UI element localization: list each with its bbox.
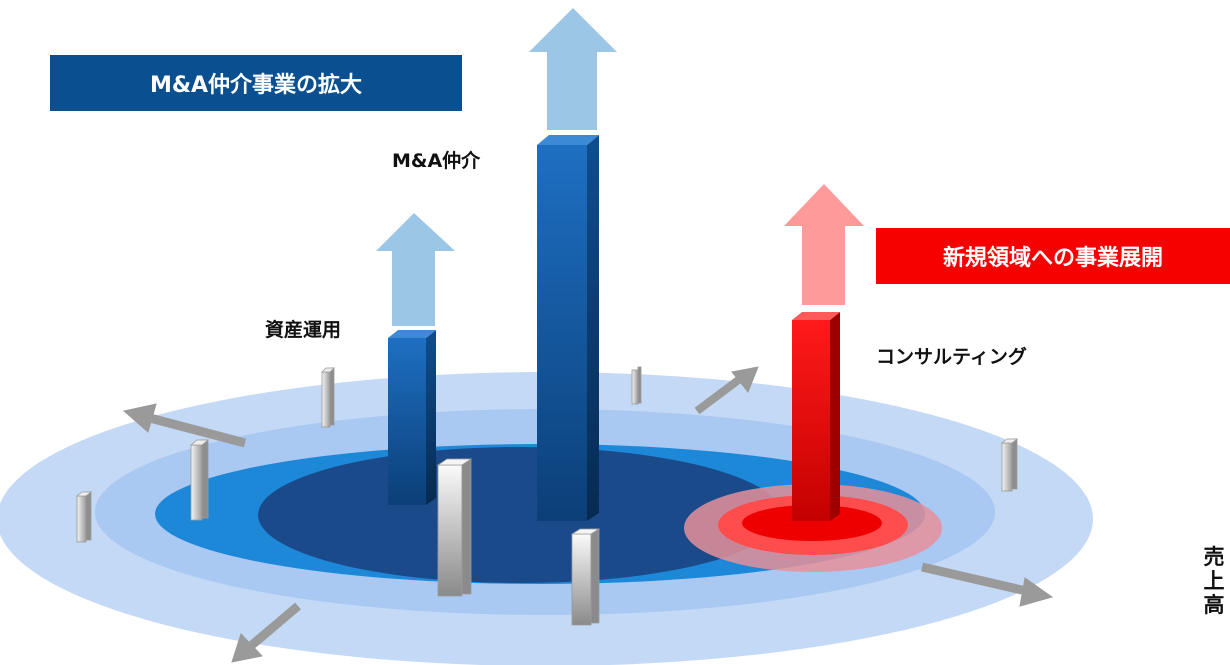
- consulting-label: コンサルティング: [876, 346, 1027, 368]
- sales-vertical-label: 売上高: [1203, 545, 1225, 617]
- grey-pillar: [75, 491, 93, 543]
- new-domain-banner: 新規領域への事業展開: [876, 228, 1230, 284]
- grey-pillars: [75, 366, 1019, 626]
- grey-pillar: [631, 366, 642, 405]
- bar-ma-brokerage: [537, 135, 599, 521]
- grey-pillar: [189, 439, 210, 521]
- grey-pillar: [570, 528, 601, 626]
- arrow-bottom-left-icon: [231, 602, 301, 663]
- bar-consulting: [792, 312, 840, 521]
- ma-brokerage-label: M&A仲介: [392, 150, 481, 172]
- arrow-left-icon: [122, 403, 247, 448]
- grey-pillar: [321, 367, 335, 428]
- growth-arrow-consulting-icon: [784, 184, 864, 305]
- grey-pillar: [436, 458, 473, 597]
- asset-management-label: 資産運用: [265, 319, 342, 341]
- consulting-glow: [684, 484, 942, 572]
- growth-arrow-ma-icon: [529, 8, 617, 130]
- outward-arrows: [122, 366, 1054, 663]
- bar-asset-management: [388, 330, 436, 505]
- growth-arrow-asset-icon: [376, 213, 455, 326]
- arrow-upper-right-icon: [694, 366, 759, 415]
- grey-pillar: [1000, 438, 1019, 492]
- arrow-bottom-right-icon: [920, 562, 1054, 607]
- ma-expansion-banner: M&A仲介事業の拡大: [50, 55, 462, 111]
